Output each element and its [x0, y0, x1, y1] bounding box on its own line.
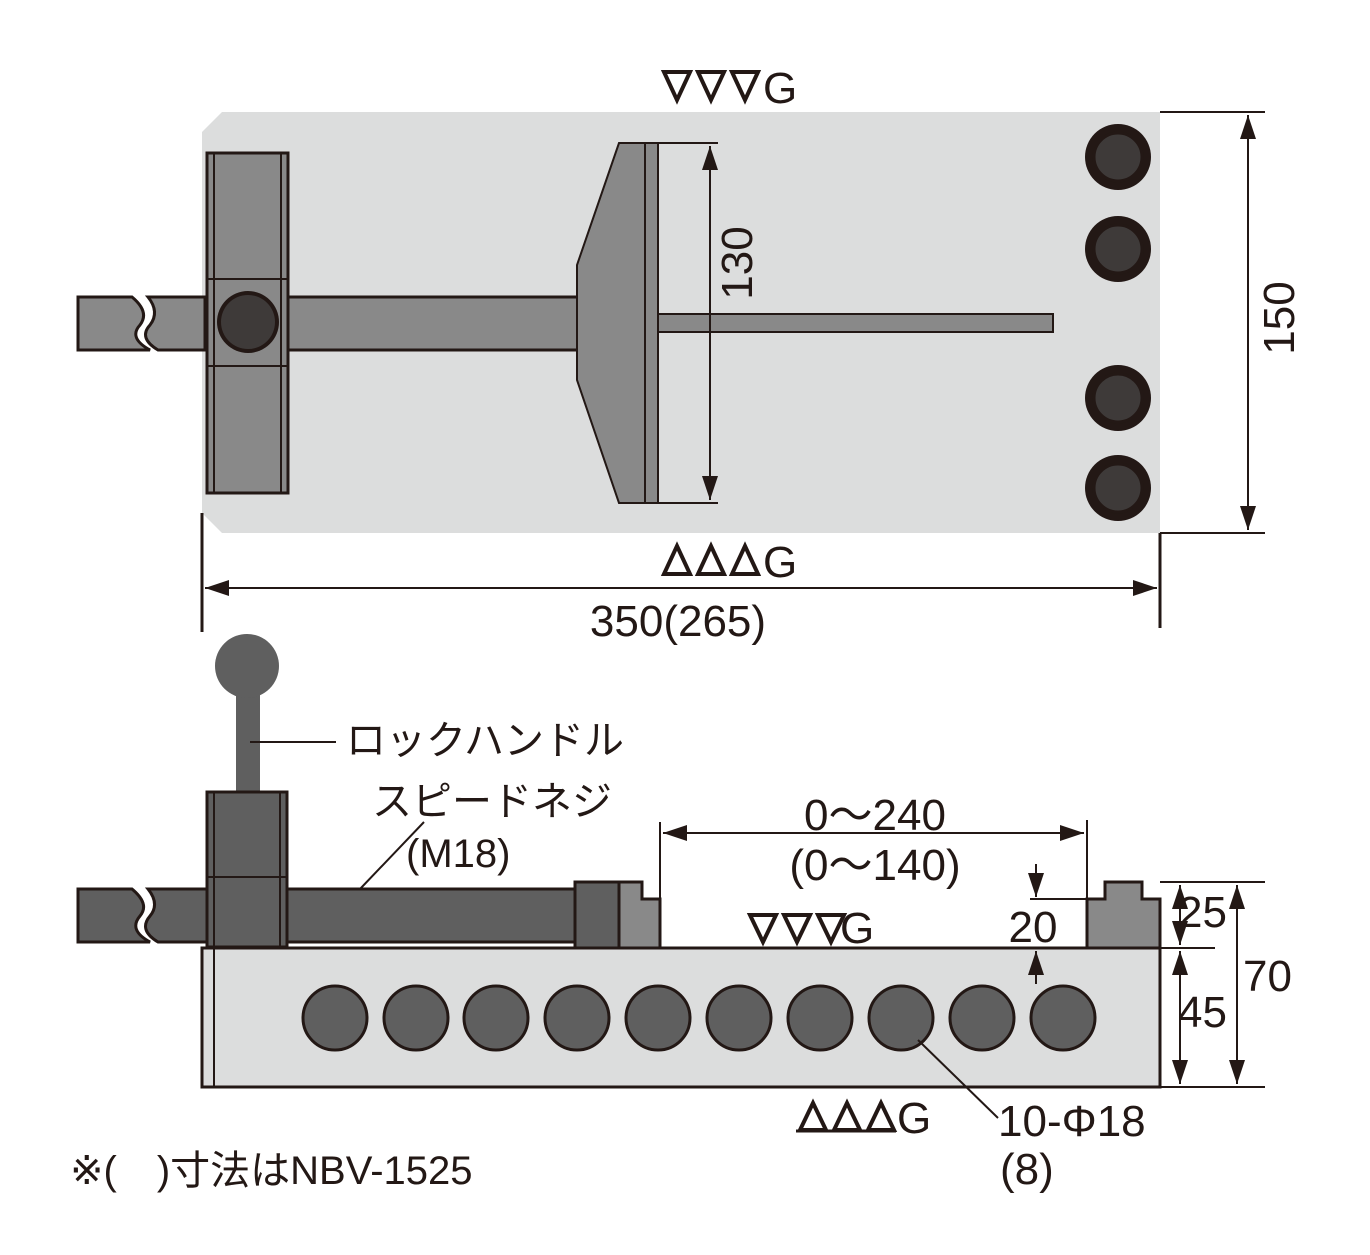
side-bolt-holes [301, 984, 1097, 1052]
side-handle-shaft [76, 887, 151, 944]
dim-opening: 0～240 [804, 791, 946, 840]
top-handle-shaft [76, 295, 151, 352]
dim-jaw-width: 130 [713, 226, 762, 299]
svg-text:G: G [897, 1094, 931, 1143]
label-lock-handle: ロックハンドル [346, 719, 624, 763]
finish-symbol-bottom: G [660, 538, 797, 587]
dim-total-height: 70 [1243, 952, 1292, 1001]
side-lock-handle-ball [215, 634, 279, 698]
side-jaw-nut [573, 880, 621, 950]
label-speed-screw: スピードネジ [372, 780, 612, 824]
dim-jaw-height: 25 [1178, 888, 1227, 937]
dim-length: 350(265) [590, 597, 766, 646]
top-guide-rail [657, 313, 1054, 333]
side-lock-block [205, 790, 289, 949]
label-holes: 10-Φ18 [998, 1097, 1146, 1146]
svg-text:G: G [763, 538, 797, 587]
dim-depth: 20 [1009, 903, 1058, 952]
dim-body-width: 150 [1255, 281, 1304, 354]
label-speed-screw-size: (M18) [406, 832, 510, 876]
top-jaw-face [644, 142, 659, 504]
top-view: 130 150 G G 350(265) [76, 64, 1304, 646]
svg-text:G: G [840, 904, 874, 953]
side-view: ロックハンドル スピードネジ (M18) 0～240 (0～140) G 20 … [76, 634, 1292, 1194]
finish-symbol-side-bottom: G [796, 1094, 931, 1143]
label-holes-alt: (8) [1000, 1145, 1054, 1194]
top-bolt-holes [1085, 124, 1151, 521]
dim-opening-alt: (0～140) [789, 841, 960, 890]
dim-base-height: 45 [1178, 988, 1227, 1037]
top-screw-shaft [286, 295, 580, 352]
side-moving-jaw [617, 880, 662, 950]
svg-text:G: G [763, 64, 797, 113]
finish-symbol-top: G [660, 64, 797, 113]
side-fixed-jaw [1085, 880, 1162, 950]
footnote: ※( )寸法はNBV-1525 [70, 1149, 473, 1193]
top-handle-shaft-right [144, 295, 207, 352]
finish-symbol-side-top: G [746, 904, 874, 953]
